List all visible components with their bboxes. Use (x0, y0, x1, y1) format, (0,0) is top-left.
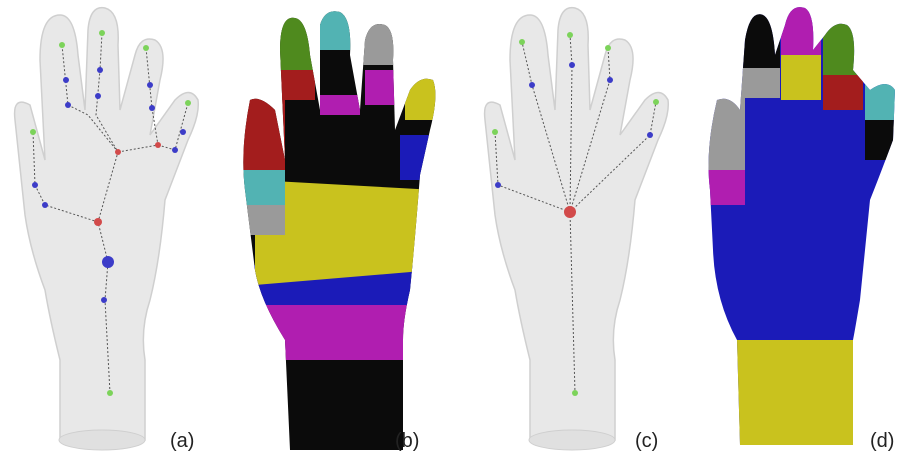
joint (97, 67, 103, 73)
panel-label-c: (c) (635, 430, 658, 453)
joint-branch (94, 218, 102, 226)
joint (63, 77, 69, 83)
joint-end (567, 32, 573, 38)
joint-end (59, 42, 65, 48)
joint (180, 129, 186, 135)
joint (172, 147, 178, 153)
joint-branch (115, 149, 121, 155)
hand-mesh-skeleton-a (0, 0, 225, 459)
panel-label-a: (a) (170, 430, 194, 453)
segmented-hand-b (225, 0, 450, 459)
wrist-cap (529, 430, 615, 450)
joint (65, 102, 71, 108)
joint-end (653, 99, 659, 105)
panel-label-d: (d) (870, 430, 894, 453)
joint (101, 297, 107, 303)
panel-a: (a) (0, 0, 225, 459)
hand-outline (15, 8, 199, 440)
joint (607, 77, 613, 83)
panel-label-b: (b) (395, 430, 419, 453)
joint (147, 82, 153, 88)
segments (225, 0, 450, 459)
joint (529, 82, 535, 88)
joint-end (519, 39, 525, 45)
joint-end (107, 390, 113, 396)
wrist-cap (59, 430, 145, 450)
panel-d: (d) (675, 0, 899, 459)
joint (42, 202, 48, 208)
joint-root (564, 206, 576, 218)
hand-mesh-skeleton-c (450, 0, 675, 459)
joint-end (572, 390, 578, 396)
joint (647, 132, 653, 138)
joint-end (185, 100, 191, 106)
joint (95, 93, 101, 99)
joint (149, 105, 155, 111)
segmented-hand-d (675, 0, 899, 459)
joint (32, 182, 38, 188)
joint (569, 62, 575, 68)
joint-branch (155, 142, 161, 148)
segments (675, 0, 899, 459)
joint (102, 256, 114, 268)
hand-outline (485, 8, 669, 440)
joint-end (605, 45, 611, 51)
joint-end (492, 129, 498, 135)
joint-end (143, 45, 149, 51)
hand-mesh (15, 8, 199, 450)
panel-c: (c) (450, 0, 675, 459)
panel-b: (b) (225, 0, 450, 459)
joint-end (99, 30, 105, 36)
hand-mesh (485, 8, 669, 450)
joint (495, 182, 501, 188)
joint-end (30, 129, 36, 135)
